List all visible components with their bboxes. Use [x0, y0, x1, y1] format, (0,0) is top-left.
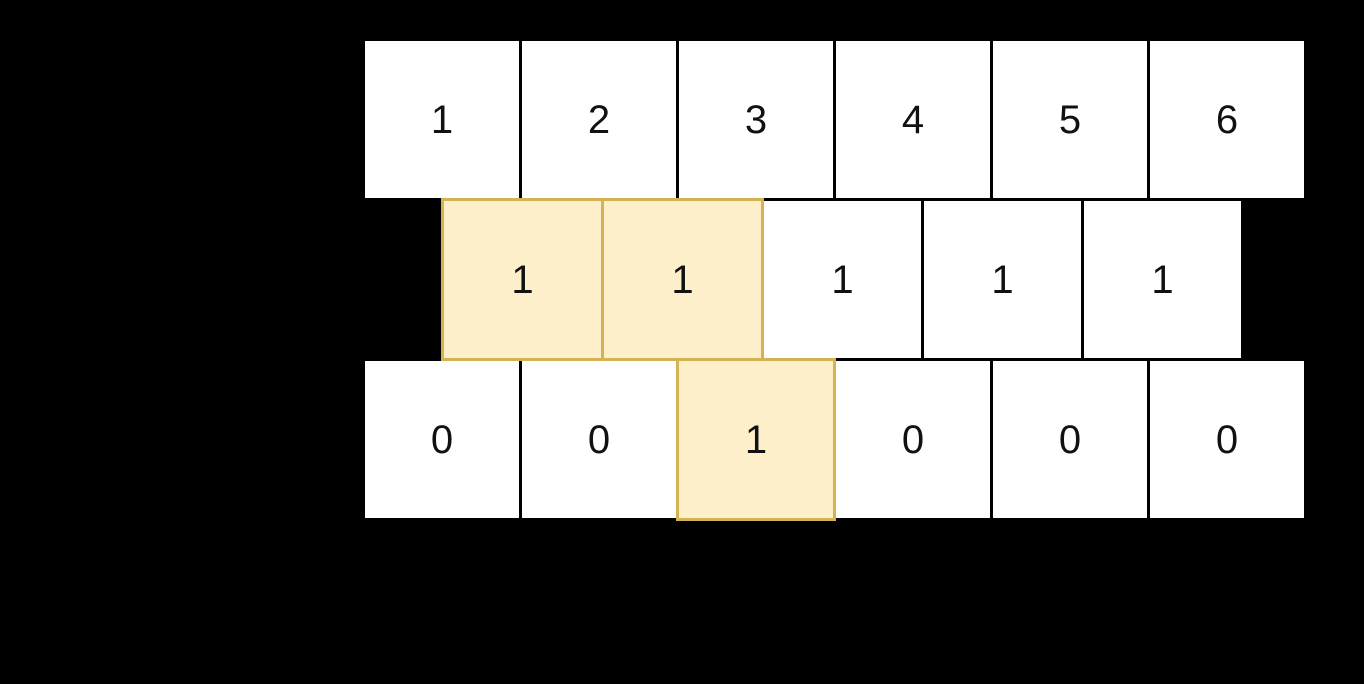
- middle-cell[interactable]: 1: [1081, 198, 1244, 361]
- index-row: 1 2 3 4 5 6: [362, 38, 1307, 201]
- middle-row: 1 1 1 1 1: [441, 198, 1244, 361]
- bottom-cell[interactable]: 0: [833, 358, 993, 521]
- bottom-cell[interactable]: 0: [1147, 358, 1307, 521]
- middle-cell-highlighted[interactable]: 1: [441, 198, 604, 361]
- bottom-row: 0 0 1 0 0 0: [362, 358, 1307, 521]
- bottom-cell[interactable]: 0: [362, 358, 522, 521]
- index-cell[interactable]: 4: [833, 38, 993, 201]
- middle-cell[interactable]: 1: [761, 198, 924, 361]
- index-cell[interactable]: 6: [1147, 38, 1307, 201]
- index-cell[interactable]: 1: [362, 38, 522, 201]
- bottom-cell[interactable]: 0: [990, 358, 1150, 521]
- bottom-cell-highlighted[interactable]: 1: [676, 358, 836, 521]
- middle-cell-highlighted[interactable]: 1: [601, 198, 764, 361]
- bottom-cell[interactable]: 0: [519, 358, 679, 521]
- index-cell[interactable]: 5: [990, 38, 1150, 201]
- middle-cell[interactable]: 1: [921, 198, 1084, 361]
- index-cell[interactable]: 2: [519, 38, 679, 201]
- index-cell[interactable]: 3: [676, 38, 836, 201]
